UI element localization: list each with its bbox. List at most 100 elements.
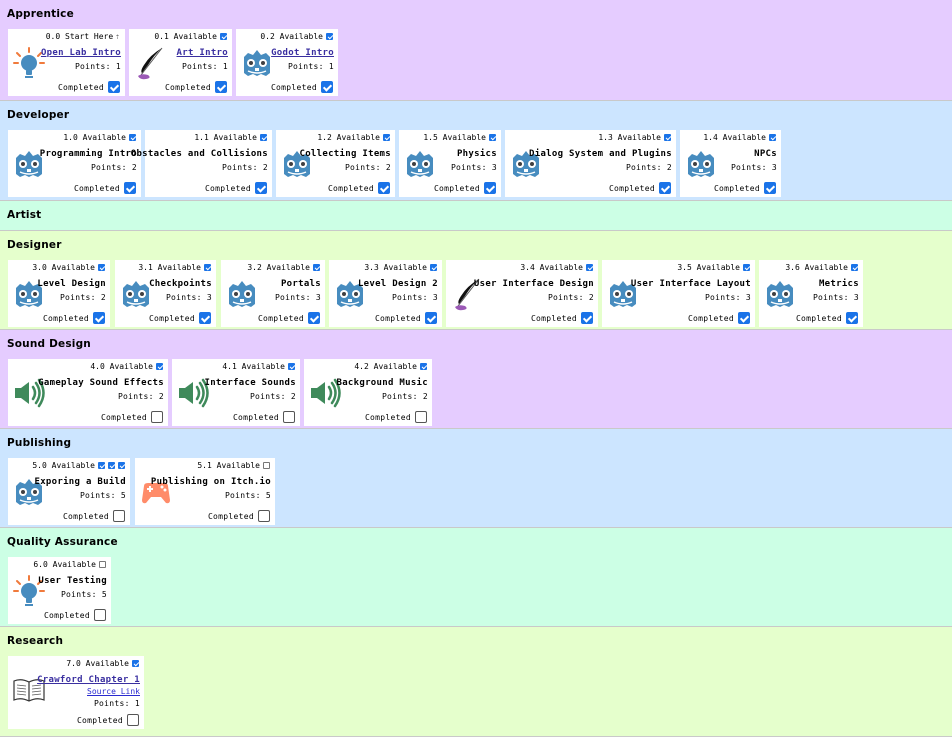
- available-checkbox[interactable]: [851, 264, 858, 271]
- completed-checkbox[interactable]: [124, 182, 136, 194]
- task-status: Available: [279, 32, 323, 41]
- completed-checkbox[interactable]: [215, 81, 227, 93]
- available-checkbox[interactable]: [664, 134, 671, 141]
- speaker-icon: [175, 375, 211, 411]
- godot-icon: [279, 146, 315, 182]
- available-checkbox[interactable]: [420, 363, 427, 370]
- card-header: 3.0 Available: [32, 263, 105, 272]
- task-points: Points: 2: [117, 392, 164, 401]
- completed-checkbox[interactable]: [581, 312, 593, 324]
- completed-checkbox[interactable]: [199, 312, 211, 324]
- task-status: Available: [383, 263, 427, 272]
- godot-icon: [11, 146, 47, 182]
- available-checkbox[interactable]: [743, 264, 750, 271]
- completed-checkbox[interactable]: [378, 182, 390, 194]
- task-number: 0.1: [154, 32, 169, 41]
- completed-checkbox[interactable]: [94, 609, 106, 621]
- task-title[interactable]: Godot Intro: [271, 48, 334, 58]
- available-checkbox[interactable]: [98, 264, 105, 271]
- completed-checkbox[interactable]: [93, 312, 105, 324]
- completed-label: Completed: [530, 313, 577, 323]
- available-checkbox[interactable]: [156, 363, 163, 370]
- completed-row: Completed: [63, 510, 125, 522]
- task-title[interactable]: Art Intro: [176, 48, 228, 58]
- card-header: 3.2 Available: [247, 263, 320, 272]
- completed-checkbox[interactable]: [255, 182, 267, 194]
- available-checkbox[interactable]: [132, 660, 139, 667]
- completed-row: Completed: [165, 81, 227, 93]
- task-number: 3.3: [364, 263, 379, 272]
- completed-row: Completed: [609, 182, 671, 194]
- completed-checkbox[interactable]: [258, 510, 270, 522]
- card-header: 3.5 Available: [677, 263, 750, 272]
- task-points: Points: 2: [625, 163, 672, 172]
- completed-checkbox[interactable]: [321, 81, 333, 93]
- completed-checkbox[interactable]: [108, 81, 120, 93]
- task-status: Available: [213, 133, 257, 142]
- completed-checkbox[interactable]: [151, 411, 163, 423]
- available-checkbox[interactable]: [99, 561, 106, 568]
- task-number: 0.2: [260, 32, 275, 41]
- available-checkbox[interactable]: [489, 134, 496, 141]
- available-checkbox[interactable]: [326, 33, 333, 40]
- completed-checkbox[interactable]: [127, 714, 139, 726]
- task-title: Background Music: [336, 378, 428, 388]
- available-checkbox[interactable]: [586, 264, 593, 271]
- completed-label: Completed: [687, 313, 734, 323]
- completed-row: Completed: [43, 312, 105, 324]
- completed-checkbox[interactable]: [738, 312, 750, 324]
- section-title: Publishing: [7, 437, 72, 449]
- task-number: 7.0: [66, 659, 81, 668]
- godot-icon: [683, 146, 719, 182]
- card-header: 1.1 Available: [194, 133, 267, 142]
- available-checkbox[interactable]: [98, 462, 105, 469]
- task-points: Points: 2: [381, 392, 428, 401]
- completed-checkbox[interactable]: [846, 312, 858, 324]
- available-checkbox[interactable]: [769, 134, 776, 141]
- task-title: Gameplay Sound Effects: [38, 378, 164, 388]
- task-title[interactable]: Open Lab Intro: [40, 48, 121, 58]
- completed-checkbox[interactable]: [113, 510, 125, 522]
- completed-checkbox[interactable]: [308, 312, 320, 324]
- section-title: Developer: [7, 109, 70, 121]
- available-checkbox[interactable]: [263, 462, 270, 469]
- task-title[interactable]: Crawford Chapter 1: [37, 675, 140, 685]
- available-checkbox[interactable]: [313, 264, 320, 271]
- completed-checkbox[interactable]: [764, 182, 776, 194]
- card-header: 5.0 Available: [32, 461, 125, 470]
- completed-checkbox[interactable]: [425, 312, 437, 324]
- task-title: User Interface Design: [473, 279, 594, 289]
- available-checkbox[interactable]: [260, 134, 267, 141]
- available-checkbox[interactable]: [288, 363, 295, 370]
- available-checkbox[interactable]: [108, 462, 115, 469]
- card-header: 0.2 Available: [260, 32, 333, 41]
- available-checkbox[interactable]: [118, 462, 125, 469]
- completed-checkbox[interactable]: [415, 411, 427, 423]
- task-number: 3.4: [520, 263, 535, 272]
- available-checkbox[interactable]: [430, 264, 437, 271]
- available-checkbox[interactable]: [383, 134, 390, 141]
- task-number: 4.2: [354, 362, 369, 371]
- available-checkbox[interactable]: [220, 33, 227, 40]
- completed-checkbox[interactable]: [484, 182, 496, 194]
- completed-checkbox[interactable]: [283, 411, 295, 423]
- completed-row: Completed: [208, 510, 270, 522]
- source-link[interactable]: Source Link: [87, 687, 140, 696]
- task-title: Obstacles and Collisions: [130, 149, 268, 159]
- section-title: Artist: [7, 209, 42, 221]
- task-number: 1.2: [317, 133, 332, 142]
- completed-checkbox[interactable]: [659, 182, 671, 194]
- section-title: Apprentice: [7, 8, 74, 20]
- completed-label: Completed: [62, 511, 109, 521]
- available-checkbox[interactable]: [204, 264, 211, 271]
- available-checkbox[interactable]: [129, 134, 136, 141]
